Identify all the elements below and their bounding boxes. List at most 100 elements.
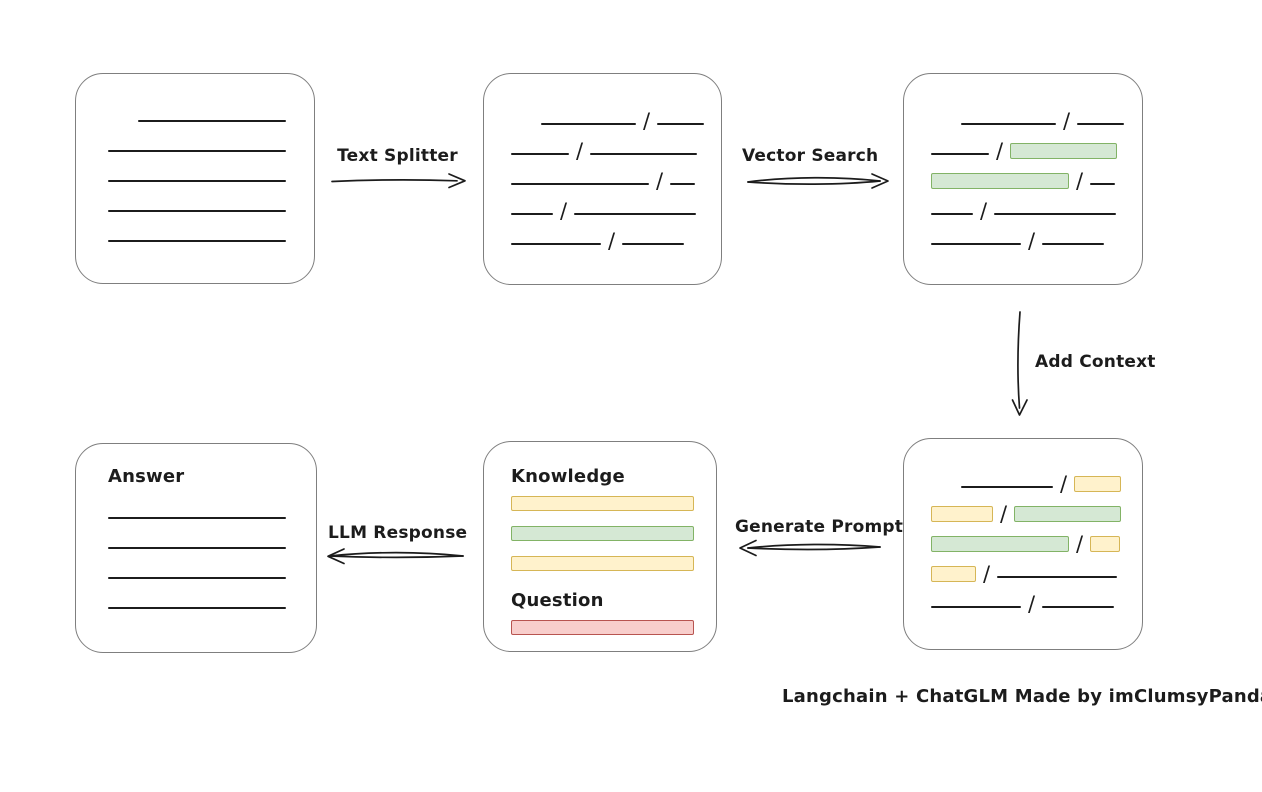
chunk-row: / bbox=[511, 159, 721, 194]
text-splitter-label: Text Splitter bbox=[337, 146, 458, 166]
chunk-text-line bbox=[1077, 123, 1125, 125]
yellow-chunk-bar bbox=[931, 566, 976, 582]
vector-search-label: Vector Search bbox=[742, 146, 879, 166]
chunk-row: / bbox=[961, 99, 1142, 134]
green-chunk-bar bbox=[1010, 143, 1118, 159]
chunk-separator-slash: / bbox=[576, 139, 584, 164]
chunk-row: / bbox=[931, 159, 1142, 194]
knowledge-label: Knowledge bbox=[511, 466, 625, 487]
chunk-text-line bbox=[1042, 243, 1105, 245]
chunk-separator-slash: / bbox=[996, 139, 1004, 164]
add-context-arrow bbox=[1011, 311, 1028, 416]
chunk-row: / bbox=[931, 129, 1142, 164]
yellow-chunk-bar bbox=[1074, 476, 1122, 492]
text-line bbox=[108, 210, 286, 212]
chunk-text-line bbox=[961, 486, 1053, 488]
context-box: / / / / / bbox=[903, 438, 1143, 650]
chunk-separator-slash: / bbox=[560, 199, 568, 224]
green-bar bbox=[511, 526, 694, 541]
chunk-separator-slash: / bbox=[1060, 472, 1068, 497]
red-bar bbox=[511, 620, 694, 635]
chunk-text-line bbox=[997, 576, 1118, 578]
green-chunk-bar bbox=[1014, 506, 1122, 522]
chunk-row: / bbox=[931, 492, 1142, 527]
yellow-bar bbox=[511, 556, 694, 571]
chunk-text-line bbox=[622, 243, 685, 245]
document-lines bbox=[76, 74, 314, 242]
chunk-text-line bbox=[931, 213, 973, 215]
chunk-separator-slash: / bbox=[643, 109, 651, 134]
document-box bbox=[75, 73, 315, 284]
question-label: Question bbox=[511, 590, 604, 611]
chunk-separator-slash: / bbox=[1076, 532, 1084, 557]
chunk-separator-slash: / bbox=[1063, 109, 1071, 134]
answer-box: Answer bbox=[75, 443, 317, 653]
answer-label: Answer bbox=[108, 466, 185, 487]
chunk-text-line bbox=[931, 243, 1021, 245]
chunk-row: / bbox=[931, 552, 1142, 587]
text-splitter-arrow bbox=[331, 173, 466, 189]
chunk-text-line bbox=[961, 123, 1056, 125]
matched-chunks-box: ///// bbox=[903, 73, 1143, 285]
yellow-bar bbox=[511, 496, 694, 511]
text-line bbox=[138, 120, 286, 122]
chunk-row: / bbox=[541, 99, 721, 134]
answer-box-content: Answer bbox=[76, 444, 316, 609]
chunk-text-line bbox=[657, 123, 705, 125]
chunk-text-line bbox=[931, 606, 1021, 608]
text-line bbox=[108, 547, 286, 549]
chunk-separator-slash: / bbox=[1028, 229, 1036, 254]
chunk-separator-slash: / bbox=[656, 169, 664, 194]
text-line bbox=[108, 517, 286, 519]
chunk-text-line bbox=[511, 213, 553, 215]
chunk-separator-slash: / bbox=[608, 229, 616, 254]
chunk-row: / bbox=[931, 522, 1142, 557]
chunk-separator-slash: / bbox=[1028, 592, 1036, 617]
matched-chunks-rows: ///// bbox=[904, 74, 1142, 254]
chunk-row: / bbox=[511, 189, 721, 224]
chunk-text-line bbox=[590, 153, 698, 155]
prompt-box: Knowledge Question bbox=[483, 441, 717, 652]
add-context-label: Add Context bbox=[1035, 352, 1156, 372]
chunk-row: / bbox=[931, 189, 1142, 222]
chunk-row: / bbox=[931, 582, 1142, 617]
chunk-text-line bbox=[994, 213, 1117, 215]
chunk-text-line bbox=[511, 153, 569, 155]
question-bars bbox=[511, 620, 716, 635]
chunk-text-line bbox=[574, 213, 697, 215]
context-rows: / / / / / bbox=[904, 439, 1142, 617]
chunk-text-line bbox=[541, 123, 636, 125]
text-line bbox=[108, 607, 286, 609]
chunk-separator-slash: / bbox=[1000, 502, 1008, 527]
text-line bbox=[108, 240, 286, 242]
chunk-row: / bbox=[511, 129, 721, 164]
chunk-row: / bbox=[511, 219, 721, 254]
prompt-box-content: Knowledge Question bbox=[484, 442, 716, 635]
chunk-text-line bbox=[931, 153, 989, 155]
chunk-row: / bbox=[961, 462, 1142, 497]
chunk-separator-slash: / bbox=[983, 562, 991, 587]
answer-lines bbox=[76, 517, 316, 609]
chunk-text-line bbox=[1090, 183, 1116, 185]
split-chunks-rows: / / / / / bbox=[484, 74, 721, 254]
chunk-text-line bbox=[1042, 606, 1115, 608]
green-chunk-bar bbox=[931, 536, 1069, 552]
generate-prompt-label: Generate Prompt bbox=[735, 517, 904, 537]
chunk-separator-slash: / bbox=[1076, 169, 1084, 194]
llm-response-label: LLM Response bbox=[328, 523, 468, 543]
chunk-text-line bbox=[511, 243, 601, 245]
llm-response-arrow bbox=[327, 548, 464, 565]
chunk-text-line bbox=[670, 183, 696, 185]
caption: Langchain + ChatGLM Made by imClumsyPand… bbox=[782, 686, 1262, 707]
generate-prompt-arrow bbox=[739, 539, 881, 557]
text-line bbox=[108, 150, 286, 152]
vector-search-arrow bbox=[747, 173, 889, 189]
chunk-row: / bbox=[931, 219, 1142, 254]
green-chunk-bar bbox=[931, 173, 1069, 189]
text-line bbox=[108, 180, 286, 182]
knowledge-bars bbox=[511, 496, 716, 571]
chunk-text-line bbox=[511, 183, 649, 185]
yellow-chunk-bar bbox=[1090, 536, 1121, 552]
text-line bbox=[108, 577, 286, 579]
